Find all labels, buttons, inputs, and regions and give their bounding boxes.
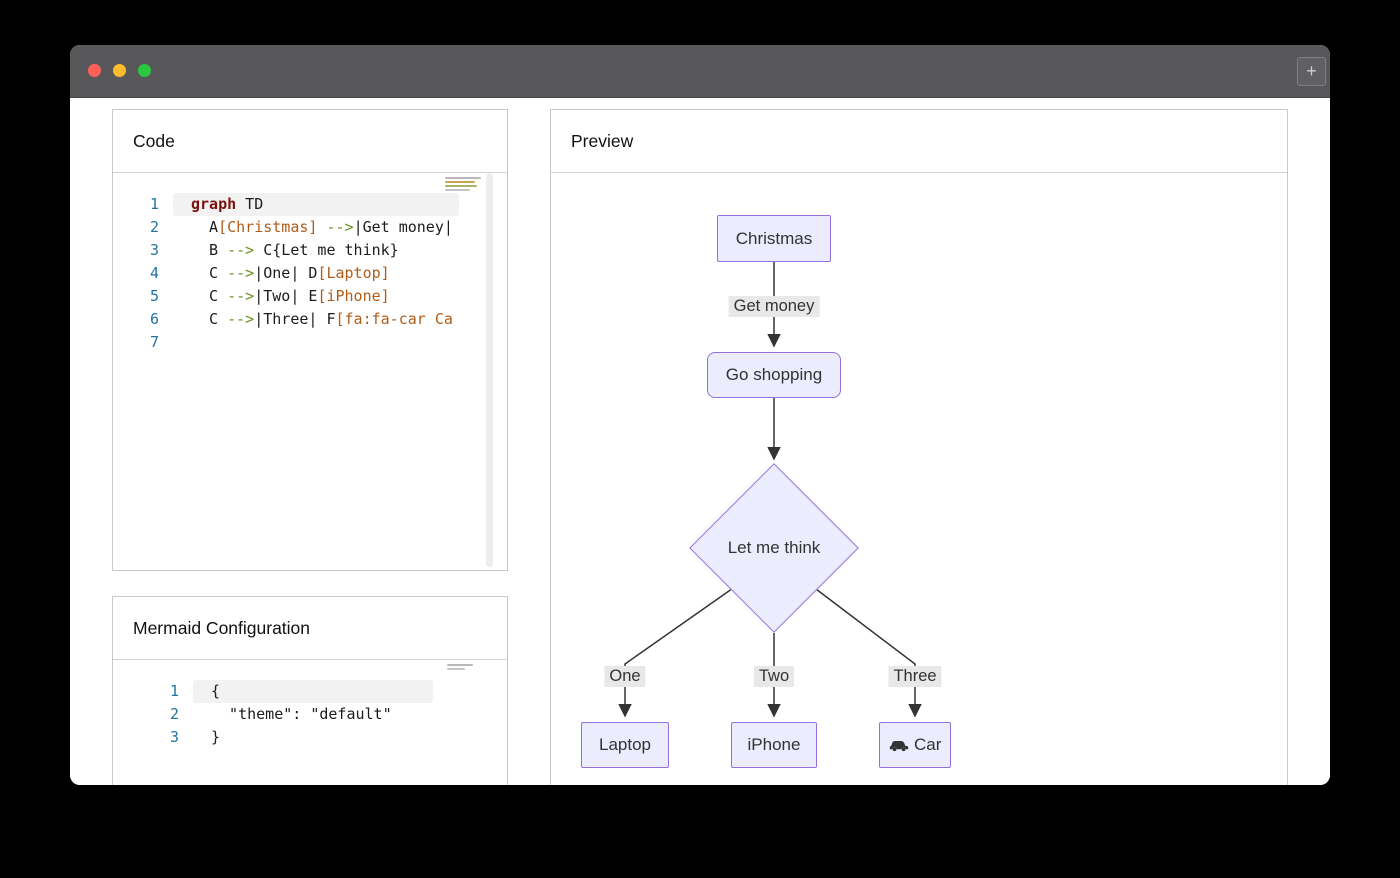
edge-label-get-money: Get money [728, 296, 820, 317]
line-number: 7 [149, 333, 159, 351]
node-iphone: iPhone [731, 722, 817, 768]
code-token: --> [326, 218, 354, 236]
flow-edges [618, 262, 922, 718]
code-token: C [191, 310, 228, 328]
code-line[interactable]: 5 C -->|Two| E[iPhone] [113, 285, 507, 308]
edge-label-one: One [604, 666, 646, 687]
line-number: 1 [169, 682, 179, 700]
line-number: 6 [149, 310, 159, 328]
code-token: [Laptop] [317, 264, 390, 282]
code-panel-title: Code [113, 110, 507, 173]
code-token: "theme": "default" [211, 705, 392, 723]
node-decision-label: Let me think [727, 538, 821, 557]
code-line[interactable]: 2 "theme": "default" [113, 703, 507, 726]
minimap-bar [445, 185, 478, 187]
code-token: --> [227, 287, 255, 305]
line-number: 3 [149, 241, 159, 259]
code-editor-scrollbar[interactable] [486, 173, 493, 567]
preview-panel-title: Preview [551, 110, 1287, 173]
code-token: |One| D [254, 264, 318, 282]
minimap-bar [445, 177, 481, 179]
code-token: [fa:fa-car Ca [335, 310, 453, 328]
code-token: [iPhone] [317, 287, 390, 305]
config-panel-title: Mermaid Configuration [113, 597, 507, 660]
new-tab-button[interactable]: + [1297, 57, 1326, 86]
line-number: 2 [149, 218, 159, 236]
code-token: {Let me think} [272, 241, 399, 259]
node-go-shopping: Go shopping [707, 352, 841, 398]
code-line[interactable]: 2 A[Christmas] -->|Get money| [113, 216, 507, 239]
code-token: [Christmas] [218, 218, 318, 236]
preview-panel: Preview Christmas [550, 109, 1288, 785]
code-token: B [191, 241, 228, 259]
code-line[interactable]: 4 C -->|One| D[Laptop] [113, 262, 507, 285]
code-line[interactable]: 7 [113, 331, 507, 354]
close-window-button[interactable] [88, 64, 101, 77]
minimap-bar [445, 181, 475, 183]
code-line[interactable]: 6 C -->|Three| F[fa:fa-car Ca [113, 308, 507, 331]
editor-minimap [445, 177, 481, 191]
line-number: 4 [149, 264, 159, 282]
config-editor[interactable]: 1{2 "theme": "default"3} [113, 660, 507, 785]
node-christmas: Christmas [717, 215, 831, 262]
code-token: graph [191, 195, 237, 213]
zoom-window-button[interactable] [138, 64, 151, 77]
code-token: C [254, 241, 273, 259]
code-token: { [211, 682, 221, 700]
code-line[interactable]: 3 B --> C{Let me think} [113, 239, 507, 262]
minimap-bar [447, 664, 473, 666]
code-line[interactable]: 1 graph TD [113, 193, 507, 216]
node-car-label: Car [914, 735, 942, 754]
code-line[interactable]: 3} [113, 726, 507, 749]
node-car: Car [879, 722, 951, 768]
minimize-window-button[interactable] [113, 64, 126, 77]
editor-minimap [447, 664, 473, 670]
code-token: } [211, 728, 221, 746]
code-token: A [191, 218, 219, 236]
line-number: 2 [169, 705, 179, 723]
code-token: --> [227, 264, 255, 282]
edge-label-two: Two [753, 666, 795, 687]
code-token: C [191, 264, 228, 282]
code-line[interactable]: 1{ [113, 680, 507, 703]
code-token: |Get money| [353, 218, 453, 236]
node-laptop: Laptop [581, 722, 669, 768]
code-token: |Two| E [254, 287, 318, 305]
car-icon [889, 741, 909, 752]
code-token: |Three| F [254, 310, 336, 328]
code-token: --> [227, 241, 255, 259]
config-editor-lines[interactable]: 1{2 "theme": "default"3} [113, 680, 507, 749]
window-titlebar: + [70, 45, 1330, 98]
mermaid-config-panel: Mermaid Configuration 1{2 "theme": "defa… [112, 596, 508, 785]
code-token: TD [236, 195, 264, 213]
code-token: C [191, 287, 228, 305]
line-number: 3 [169, 728, 179, 746]
code-token: --> [227, 310, 255, 328]
edge-label-three: Three [888, 666, 942, 687]
minimap-bar [447, 668, 466, 670]
minimap-bar [445, 189, 471, 191]
flowchart-diagram: Christmas Get money Go shopping Let me t… [551, 172, 1287, 785]
line-number: 5 [149, 287, 159, 305]
line-number: 1 [149, 195, 159, 213]
